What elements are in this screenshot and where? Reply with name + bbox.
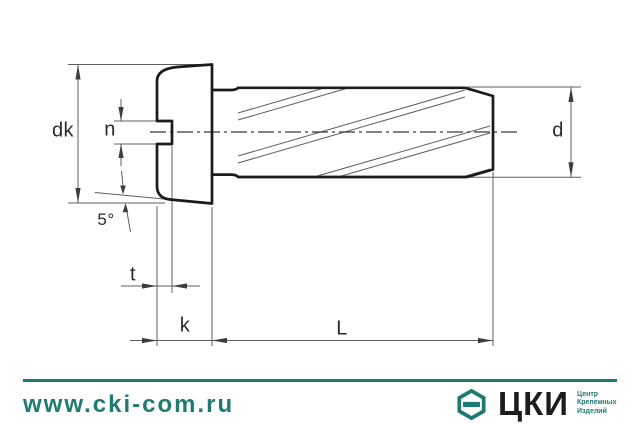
screw-head-outline — [155, 63, 214, 205]
hexagon-screw-head-icon — [457, 389, 486, 420]
dim-label-5deg: 5° — [97, 210, 115, 229]
dim-label-d: d — [552, 119, 564, 142]
technical-drawing — [68, 63, 581, 346]
dim-label-k: k — [179, 314, 191, 337]
taper-5deg-reference-line — [94, 192, 169, 200]
logo-tagline: Центр Крепежных Изделий — [577, 391, 617, 416]
dim-label-L: L — [336, 317, 348, 340]
screw-outline — [155, 63, 495, 205]
logo-tagline-line2: Крепежных — [577, 399, 617, 407]
dim-label-t: t — [129, 263, 137, 286]
screw-shank-outline — [210, 86, 495, 179]
logo-abbr: ЦКИ — [498, 385, 569, 422]
angle-upper-leader — [121, 170, 124, 187]
dimension-lines — [75, 64, 574, 344]
dim-label-dk: dk — [51, 119, 75, 142]
logo-tagline-line1: Центр — [577, 391, 599, 398]
angle-lower-leader — [126, 211, 131, 233]
logo-tagline-line3: Изделий — [577, 407, 607, 415]
footer-divider-line — [23, 379, 617, 382]
extension-lines — [68, 64, 581, 346]
website-text: www.cki-com.ru — [23, 391, 235, 418]
dim-label-n: n — [104, 118, 116, 141]
